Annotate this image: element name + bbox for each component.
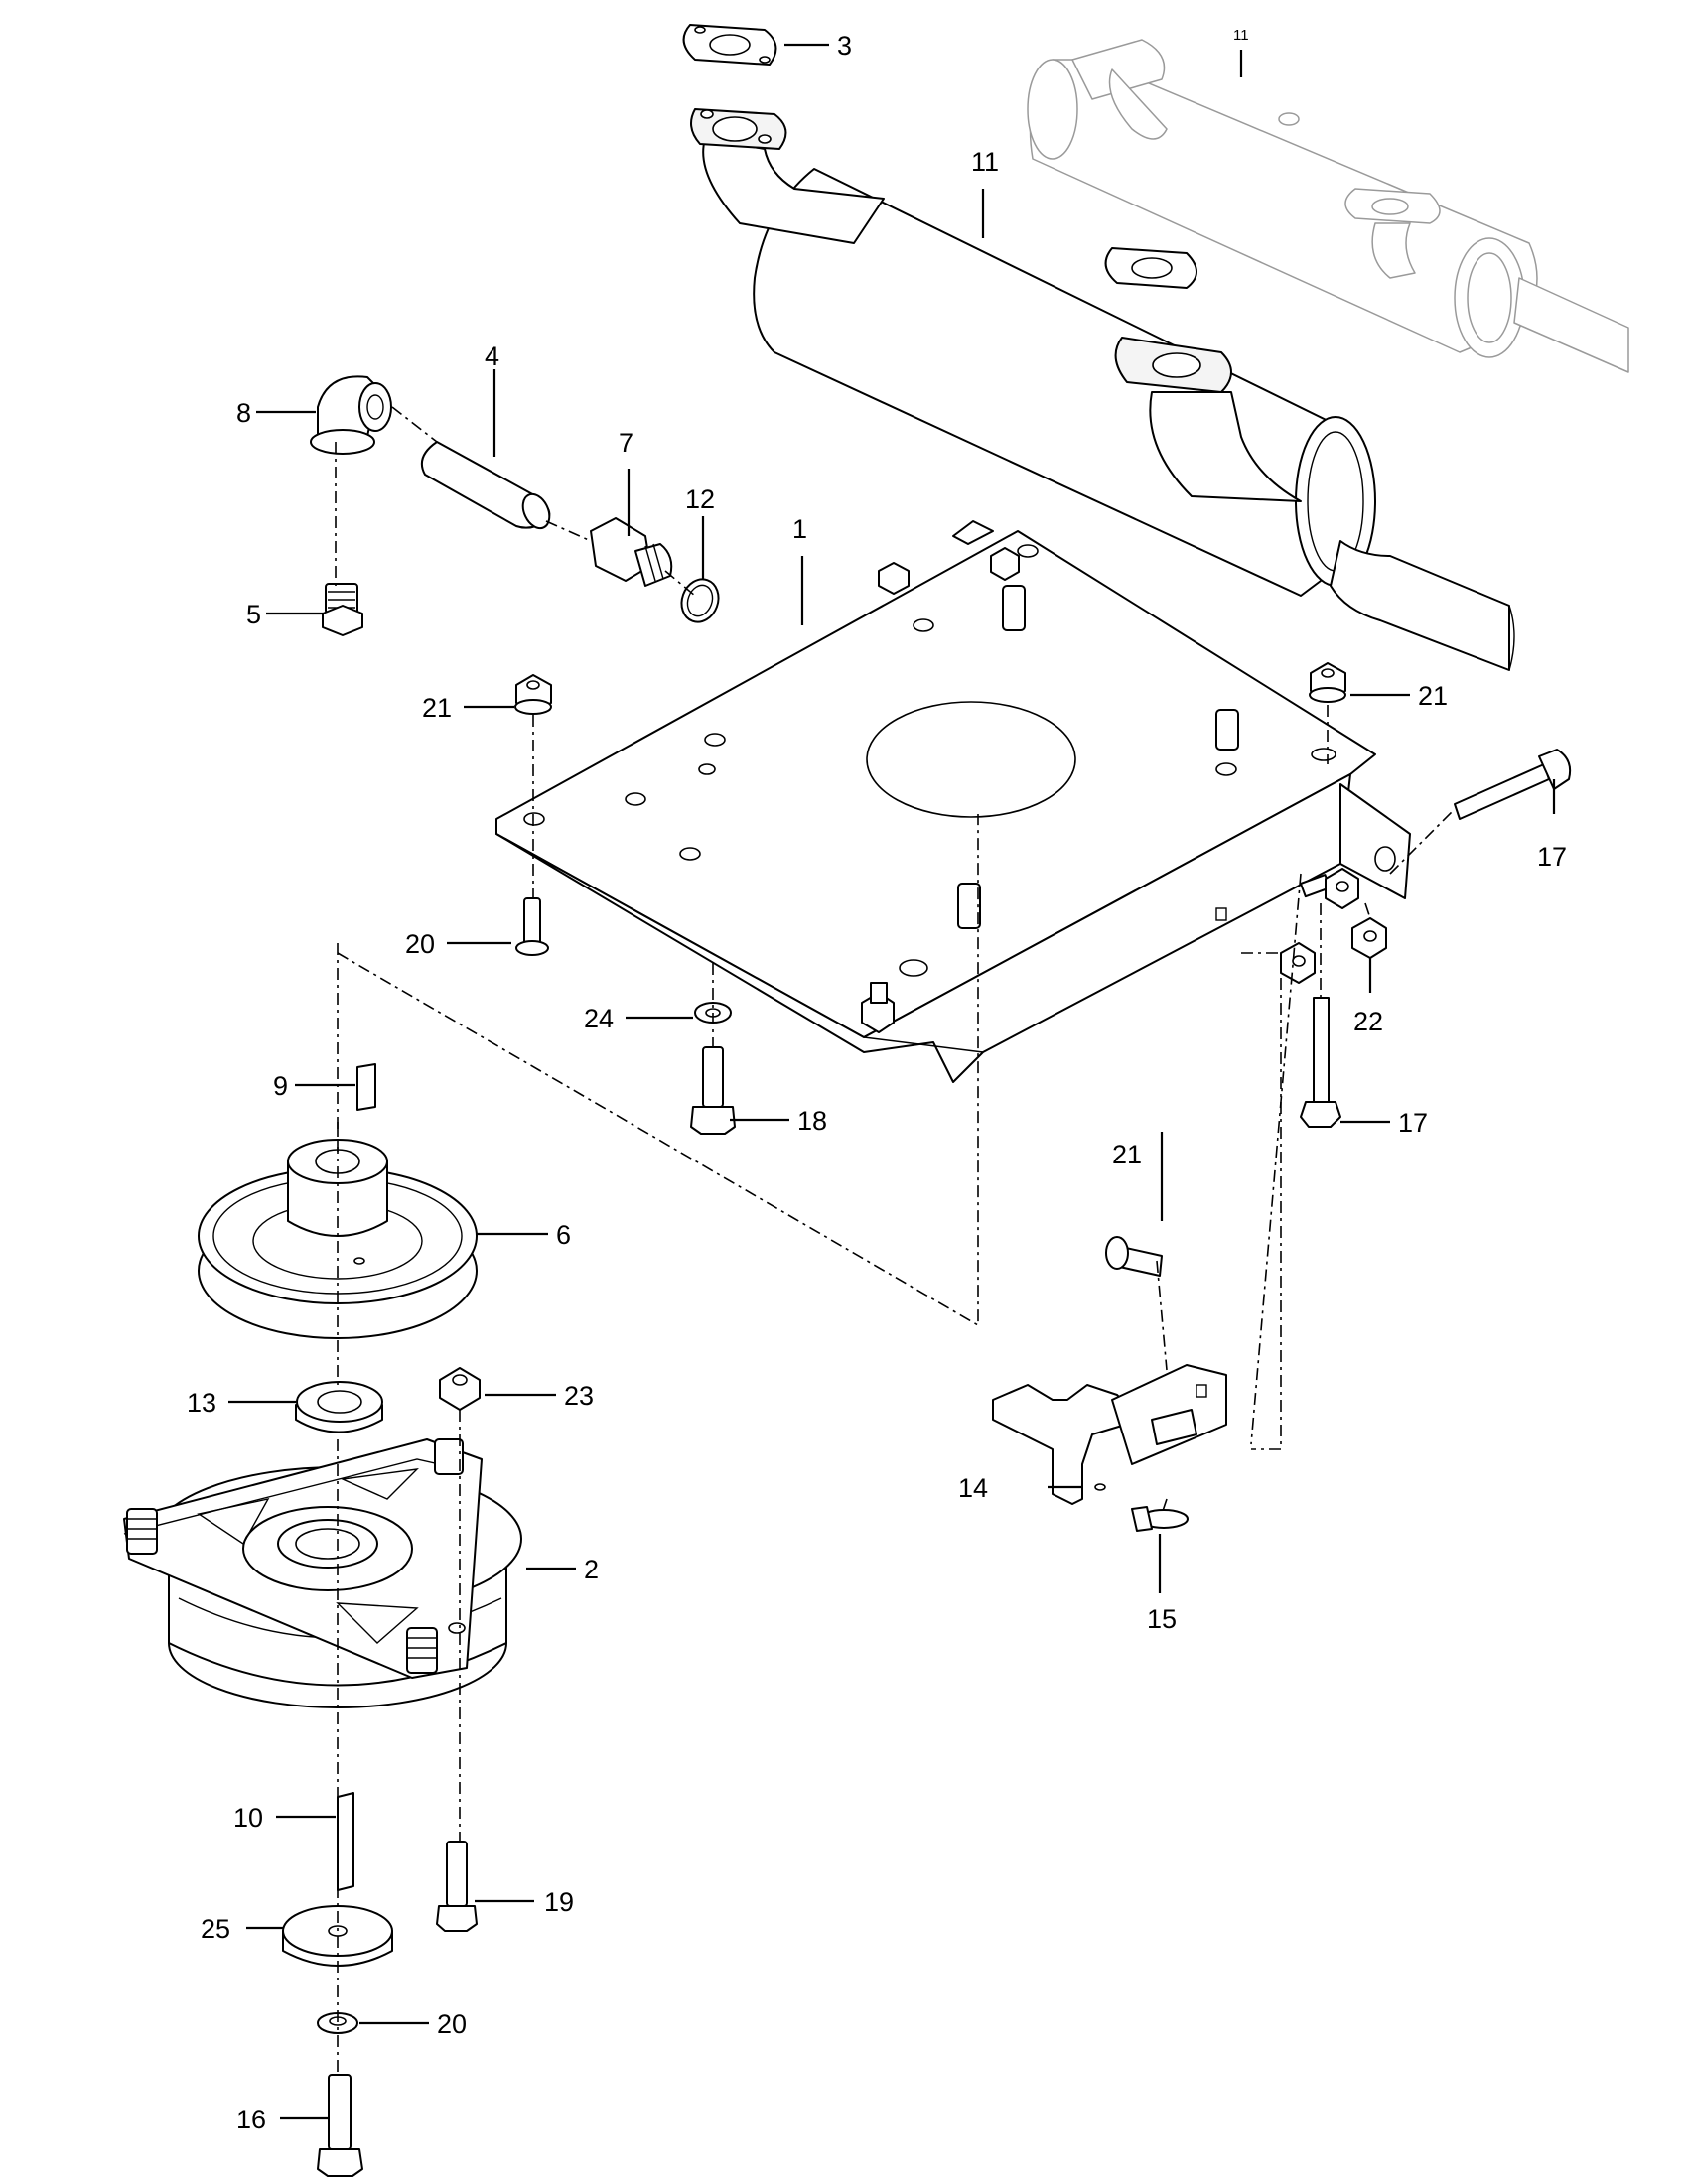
leader-lines xyxy=(228,43,1556,2120)
callout-22: 23 xyxy=(564,1381,594,1411)
callout-18: 18 xyxy=(797,1106,827,1136)
o-ring xyxy=(680,578,720,623)
callout-8: 8 xyxy=(236,398,251,428)
callout-1: 1 xyxy=(792,514,807,544)
hex-bolt-vertical xyxy=(1300,997,1341,1128)
adapter-fitting xyxy=(590,517,673,587)
callout-10: 10 xyxy=(233,1803,263,1833)
clutch-nut xyxy=(439,1367,481,1411)
clutch-bolt xyxy=(436,1841,478,1932)
spacer xyxy=(295,1381,383,1433)
assembly-lines xyxy=(335,406,1456,2075)
callout-21b: 21 xyxy=(1418,681,1448,711)
drain-plug xyxy=(322,583,363,636)
callout-12: 12 xyxy=(685,484,715,514)
callout-14: 14 xyxy=(958,1473,988,1503)
hex-bolt-18 xyxy=(690,1046,736,1135)
flange-nuts-right-cluster xyxy=(1280,868,1387,984)
callout-11: 11 xyxy=(971,147,999,177)
hex-bolt-horizontal xyxy=(1454,749,1572,820)
callout-labels: 3 11 11 4 8 7 12 1 5 21 21 17 22 17 20 2… xyxy=(187,27,1567,2134)
callout-3: 3 xyxy=(837,31,852,61)
callout-19: 19 xyxy=(544,1887,574,1917)
callout-15: 15 xyxy=(1147,1604,1177,1634)
electric-clutch xyxy=(123,1438,522,1708)
callout-24: 20 xyxy=(437,2009,467,2039)
muffler-alternate-view xyxy=(1027,39,1629,373)
muffler xyxy=(682,24,1515,671)
callout-4: 4 xyxy=(485,341,499,371)
callout-9: 9 xyxy=(273,1071,288,1101)
hose-clamp xyxy=(1131,1506,1189,1532)
center-bolt xyxy=(317,2074,363,2177)
square-key xyxy=(356,1063,376,1111)
pipe-nipple xyxy=(421,441,551,530)
callout-21c: 22 xyxy=(1353,1007,1383,1036)
callout-13: 13 xyxy=(187,1388,216,1418)
flange-nut-right xyxy=(1309,662,1346,703)
callout-6: 6 xyxy=(556,1220,571,1250)
callout-2: 2 xyxy=(584,1555,599,1584)
callout-20a: 20 xyxy=(405,929,435,959)
callout-5: 5 xyxy=(246,600,261,629)
bracket-carriage-bolt xyxy=(1105,1236,1163,1277)
callout-17b: 17 xyxy=(1398,1108,1428,1138)
carriage-bolt xyxy=(515,897,549,956)
long-key xyxy=(337,1792,354,1891)
callout-21a: 21 xyxy=(422,693,452,723)
callout-23: 24 xyxy=(584,1004,614,1033)
mounting-plate xyxy=(495,520,1411,1083)
callout-16: 16 xyxy=(236,2105,266,2134)
callout-20b: 21 xyxy=(1112,1140,1142,1169)
flange-nut xyxy=(514,674,552,715)
elbow-fitting xyxy=(310,375,392,455)
callout-17a: 17 xyxy=(1537,842,1567,872)
callout-7: 7 xyxy=(619,428,633,458)
clutch-bracket xyxy=(992,1364,1227,1505)
callout-25: 25 xyxy=(201,1914,230,1944)
callout-11-small: 11 xyxy=(1233,27,1249,44)
